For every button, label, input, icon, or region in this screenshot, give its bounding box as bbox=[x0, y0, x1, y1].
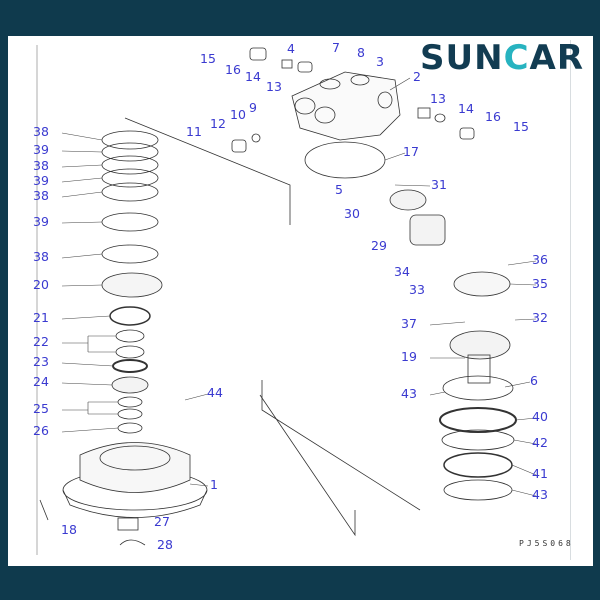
part-label-16: 16 bbox=[485, 109, 501, 124]
part-label-32: 32 bbox=[532, 310, 548, 325]
part-label-38: 38 bbox=[33, 158, 49, 173]
part-label-42: 42 bbox=[532, 435, 548, 450]
part-29 bbox=[409, 214, 446, 246]
part-label-36: 36 bbox=[532, 252, 548, 267]
part-label-19: 19 bbox=[401, 349, 417, 364]
part-label-17: 17 bbox=[403, 144, 419, 159]
o-ring-17 bbox=[304, 141, 386, 179]
part-label-24: 24 bbox=[33, 374, 49, 389]
part-label-9: 9 bbox=[249, 100, 257, 115]
part-label-44: 44 bbox=[207, 385, 223, 400]
part-label-33: 33 bbox=[409, 282, 425, 297]
snap-ring-28 bbox=[119, 539, 146, 546]
part-label-12: 12 bbox=[210, 116, 226, 131]
part-label-13: 13 bbox=[430, 91, 446, 106]
part-label-6: 6 bbox=[530, 373, 538, 388]
housing-1 bbox=[62, 442, 208, 518]
part-43 bbox=[442, 375, 514, 401]
part-label-40: 40 bbox=[532, 409, 548, 424]
part-label-8: 8 bbox=[357, 45, 365, 60]
part-19 bbox=[449, 330, 511, 360]
part-label-7: 7 bbox=[332, 40, 340, 55]
part-label-16: 16 bbox=[225, 62, 241, 77]
part-label-15: 15 bbox=[200, 51, 216, 66]
part-label-15: 15 bbox=[513, 119, 529, 134]
part-label-43: 43 bbox=[532, 487, 548, 502]
part-label-31: 31 bbox=[431, 177, 447, 192]
part-label-21: 21 bbox=[33, 310, 49, 325]
part-label-37: 37 bbox=[401, 316, 417, 331]
part-label-39: 39 bbox=[33, 214, 49, 229]
part-label-38: 38 bbox=[33, 249, 49, 264]
part-label-1: 1 bbox=[210, 477, 218, 492]
part-35 bbox=[453, 271, 511, 297]
part-label-11: 11 bbox=[186, 124, 202, 139]
suncar-logo: SUNCAR bbox=[420, 38, 584, 78]
part-label-41: 41 bbox=[532, 466, 548, 481]
drawing-code: PJ5S068 bbox=[519, 539, 574, 548]
part-label-35: 35 bbox=[532, 276, 548, 291]
part-label-13: 13 bbox=[266, 79, 282, 94]
part-label-20: 20 bbox=[33, 277, 49, 292]
part-label-23: 23 bbox=[33, 354, 49, 369]
logo-c: C bbox=[503, 38, 530, 78]
part-label-4: 4 bbox=[287, 41, 295, 56]
valve-block bbox=[291, 71, 401, 141]
part-label-2: 2 bbox=[413, 69, 421, 84]
part-label-39: 39 bbox=[33, 142, 49, 157]
divider bbox=[570, 40, 571, 560]
part-label-38: 38 bbox=[33, 188, 49, 203]
part-label-30: 30 bbox=[344, 206, 360, 221]
part-30 bbox=[389, 189, 427, 211]
part-label-27: 27 bbox=[154, 514, 170, 529]
part-label-38: 38 bbox=[33, 124, 49, 139]
part-label-14: 14 bbox=[245, 69, 261, 84]
part-label-22: 22 bbox=[33, 334, 49, 349]
part-label-39: 39 bbox=[33, 173, 49, 188]
part-27 bbox=[117, 517, 139, 531]
part-label-25: 25 bbox=[33, 401, 49, 416]
part-label-29: 29 bbox=[371, 238, 387, 253]
part-label-34: 34 bbox=[394, 264, 410, 279]
part-label-14: 14 bbox=[458, 101, 474, 116]
part-label-3: 3 bbox=[376, 54, 384, 69]
part-label-43: 43 bbox=[401, 386, 417, 401]
part-label-26: 26 bbox=[33, 423, 49, 438]
part-label-10: 10 bbox=[230, 107, 246, 122]
part-label-28: 28 bbox=[157, 537, 173, 552]
part-label-5: 5 bbox=[335, 182, 343, 197]
part-label-18: 18 bbox=[61, 522, 77, 537]
logo-text-end: AR bbox=[529, 38, 585, 78]
logo-text: SUN bbox=[420, 38, 504, 78]
